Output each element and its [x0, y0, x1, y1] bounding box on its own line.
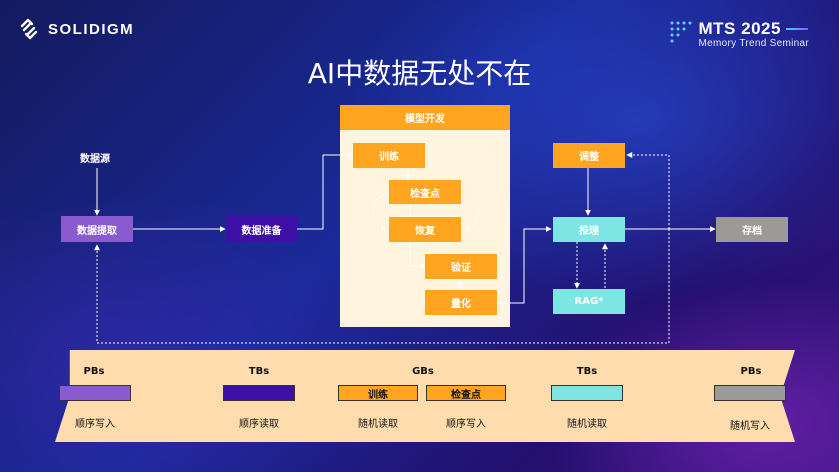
solidigm-mark-icon: [20, 18, 38, 40]
train-box: 训练: [353, 143, 425, 168]
dot-grid-icon: [670, 21, 692, 43]
inference-box: 推理: [553, 217, 625, 242]
storage-legend-band: [55, 350, 795, 442]
arrow-inference-feedback-to-tune: [625, 152, 670, 230]
loop-checkpoint-restore-left: [372, 191, 389, 231]
solidigm-logo: SOLIDIGM: [18, 18, 134, 40]
data-prepare-box: 数据准备: [226, 216, 297, 242]
legend-bar-ingest: [59, 385, 131, 401]
checkpoint-box: 检查点: [389, 180, 461, 204]
arrow-prepare-to-train: [297, 152, 353, 230]
quantize-box: 量化: [425, 290, 497, 315]
legend-head-3: GBs: [412, 366, 434, 377]
legend-bar-train: 训练: [338, 385, 418, 401]
archive-box: 存档: [716, 217, 788, 242]
arrow-restore-to-validate: [409, 242, 425, 269]
legend-caption-2: 顺序读取: [239, 419, 279, 430]
accent-line: [785, 28, 808, 30]
tune-box: 调整: [553, 143, 625, 168]
restore-box: 恢复: [389, 217, 461, 242]
legend-bar-inference: [551, 385, 623, 401]
arrow-feedback-to-ingest: [94, 229, 670, 344]
logo-text: SOLIDIGM: [48, 20, 135, 38]
legend-caption-1: 顺序写入: [75, 419, 115, 430]
validate-box: 验证: [425, 254, 497, 279]
legend-head-5: PBs: [740, 366, 762, 377]
legend-bar-archive: [714, 385, 786, 401]
event-subtitle: Memory Trend Seminar: [698, 38, 809, 49]
legend-bar-prepare: [223, 385, 295, 401]
legend-head-2: TBs: [248, 366, 270, 377]
event-badge: MTS 2025 Memory Trend Seminar: [669, 20, 809, 49]
page-title: AI中数据无处不在: [307, 57, 532, 90]
legend-head-4: TBs: [576, 366, 598, 377]
data-source-label: 数据源: [80, 154, 110, 165]
legend-caption-3: 随机读取: [358, 419, 398, 430]
legend-caption-6: 随机写入: [730, 421, 770, 432]
event-title: MTS 2025: [698, 19, 781, 38]
rag-box: RAG*: [553, 289, 625, 314]
legend-bar-checkpoint: 检查点: [426, 385, 506, 401]
legend-caption-5: 随机读取: [567, 419, 607, 430]
arrow-quantize-to-inference: [497, 226, 552, 304]
legend-caption-4: 顺序写入: [446, 419, 486, 430]
data-ingest-box: 数据提取: [61, 216, 133, 242]
legend-head-1: PBs: [83, 366, 105, 377]
loop-checkpoint-restore-right: [462, 191, 479, 231]
model-dev-title: 模型开发: [340, 105, 510, 130]
